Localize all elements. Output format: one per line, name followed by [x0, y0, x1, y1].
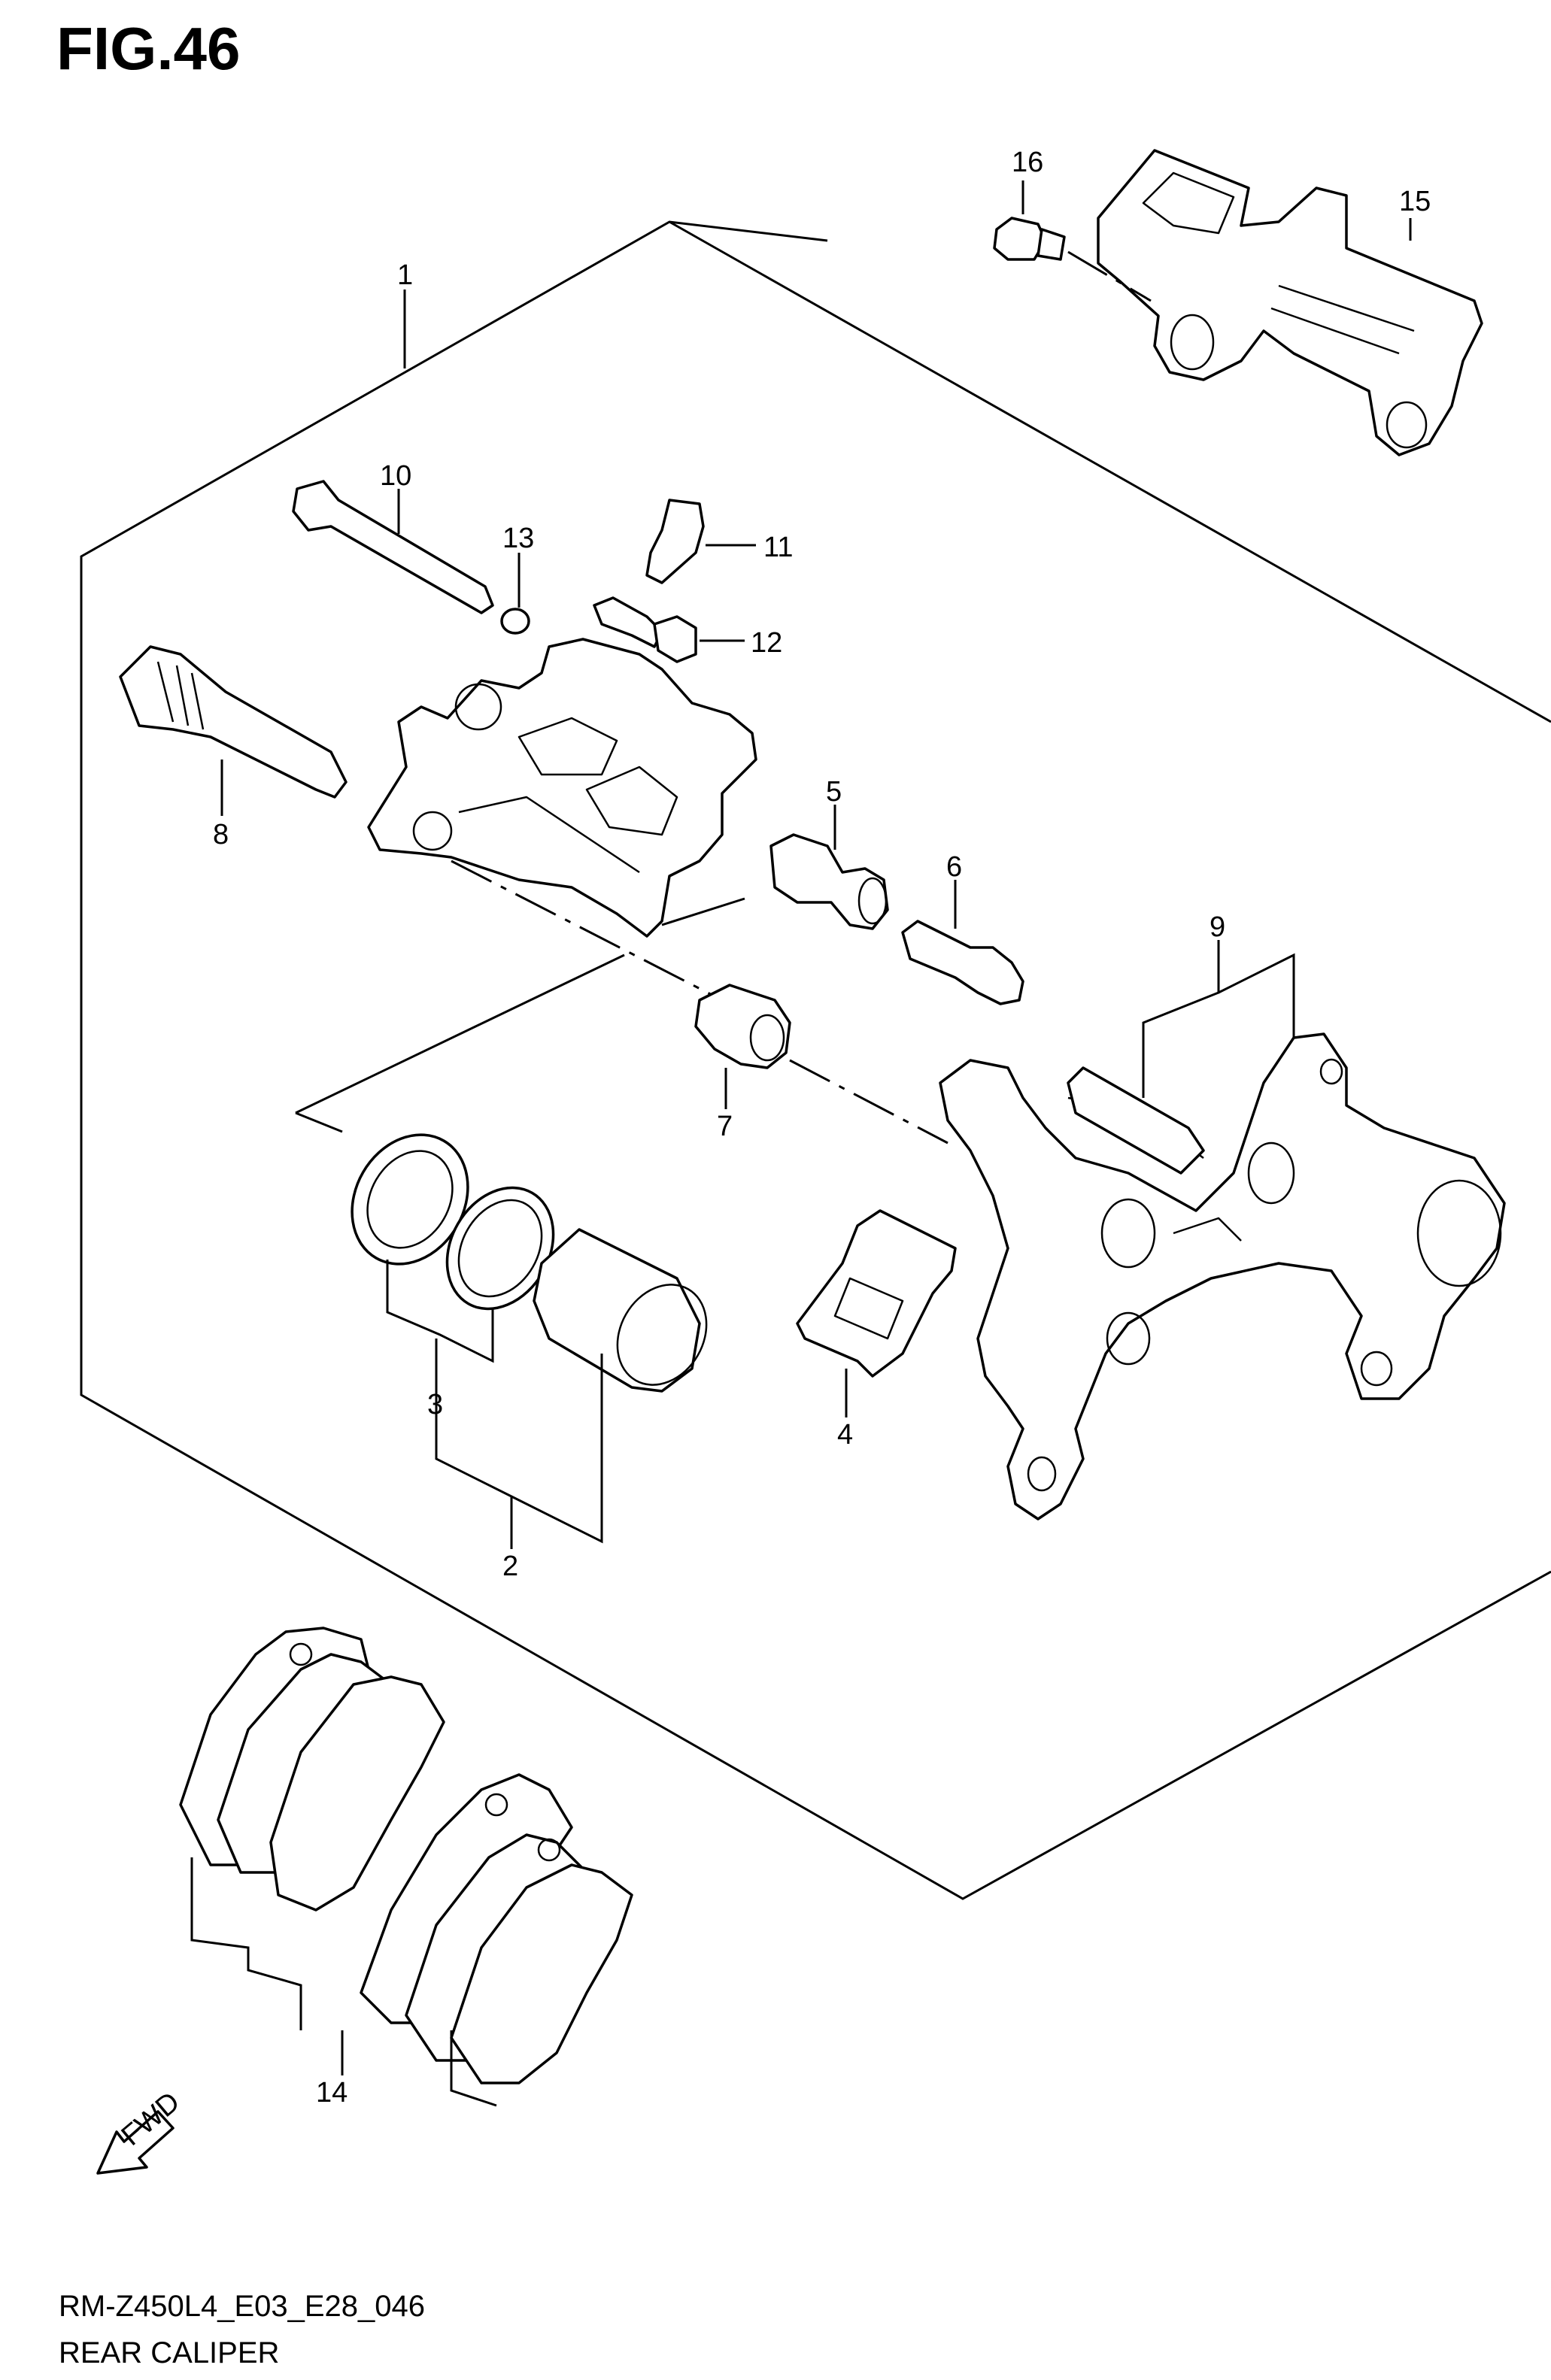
callout-13: 13 [502, 523, 534, 554]
part-11-bleeder[interactable] [645, 499, 705, 584]
part-15-bracket[interactable] [1097, 149, 1483, 456]
caliper-body[interactable] [367, 638, 757, 938]
assembly-boundary [80, 220, 1551, 1900]
part-8-slide-pin[interactable] [119, 645, 348, 799]
callout-16: 16 [1012, 147, 1043, 178]
callout-9: 9 [1210, 911, 1225, 943]
callout-15: 15 [1399, 186, 1431, 217]
part-9-spring [1067, 1066, 1205, 1175]
callout-3: 3 [427, 1389, 443, 1420]
callout-1: 1 [397, 259, 413, 291]
callout-14: 14 [316, 2077, 348, 2109]
callout-leaders [220, 180, 1412, 2075]
part-6-pin[interactable] [901, 920, 1024, 1005]
callout-labels: 1 2 3 4 5 6 7 8 9 10 11 12 13 14 15 16 [213, 147, 1431, 2109]
part-14-brake-pads[interactable] [179, 1627, 633, 2107]
leader [661, 897, 745, 926]
callout-7: 7 [717, 1111, 733, 1142]
callout-8: 8 [213, 819, 229, 850]
fwd-arrow-icon: FWD [96, 2086, 186, 2175]
callout-12: 12 [751, 627, 782, 659]
figure-caption: REAR CALIPER [59, 2336, 279, 2369]
callout-2: 2 [502, 1551, 518, 1582]
figure-code: RM-Z450L4_E03_E28_046 [59, 2290, 425, 2323]
figure-title: FIG.46 [56, 15, 241, 82]
part-7-boot[interactable] [694, 984, 791, 1069]
part-3-seals[interactable] [329, 1114, 575, 1328]
part-12-cap[interactable] [593, 596, 697, 663]
axis-line-2 [789, 1059, 949, 1145]
callout-5: 5 [826, 776, 842, 808]
callout-10: 10 [380, 460, 411, 492]
part-10-pin[interactable] [292, 480, 494, 614]
callout-11: 11 [763, 532, 793, 563]
part-5-sleeve[interactable] [769, 833, 889, 930]
part-9-holder[interactable] [939, 1032, 1506, 1520]
callout-6: 6 [946, 851, 962, 883]
part-13-oring[interactable] [500, 608, 530, 635]
callout-4: 4 [837, 1419, 853, 1451]
part-2-piston[interactable] [533, 1228, 724, 1401]
axis-line [451, 860, 723, 1002]
part-16-bolt[interactable] [993, 217, 1152, 302]
part-4-pad-spring[interactable] [796, 1209, 957, 1378]
